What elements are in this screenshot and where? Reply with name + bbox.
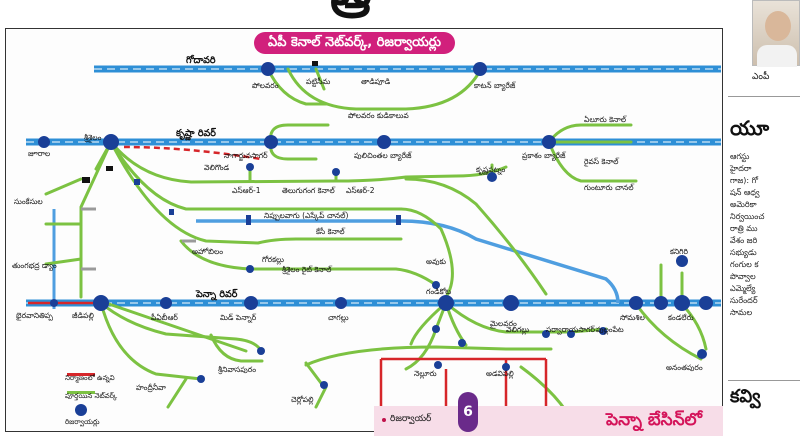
place-label: ప్రకాశం బ్యారేజ్ (522, 151, 566, 160)
divider (728, 380, 800, 381)
legend-item-completed: పూర్తయిన నెట్‌వర్క్ (61, 384, 141, 402)
article-line: సభ్యుడు (730, 248, 757, 257)
place-label: నాగార్జునసాగర్ (224, 151, 268, 160)
place-label: జీడిపల్లి (72, 311, 94, 320)
place-label: జూరాల (28, 149, 51, 158)
article-line: సురేందర్ (730, 296, 758, 305)
photo-caption: ఎంపీ (752, 72, 770, 82)
map-graphic (26, 61, 721, 431)
place-label: చెర్లోపల్లి (291, 395, 314, 404)
bullet-icon (382, 418, 386, 422)
reservoir-icon (75, 404, 87, 416)
place-label: గండికోట (426, 287, 452, 296)
place-label: తాడిపూడి (361, 77, 391, 86)
portrait-photo (752, 0, 800, 67)
adjacent-article-column: ఎంపీ యూ ఆగస్టు హైదరా గాజ): గో షన్ ఆధ్వ అ… (728, 0, 800, 436)
legend-label: నిర్మాణంలో ఉన్నవి (65, 374, 115, 382)
map-legend: నిర్మాణంలో ఉన్నవి పూర్తయిన నెట్‌వర్క్ రి… (61, 366, 141, 430)
place-label: ఎస్ఆర్-1 (232, 186, 261, 195)
divider (728, 96, 800, 97)
legend-label: పూర్తయిన నెట్‌వర్క్ (65, 392, 118, 400)
article-line: వేశం జరి (730, 236, 758, 245)
place-label: ఏలూరు కెనాల్ (584, 115, 627, 124)
place-label: తుంగభద్ర డ్యాం (12, 261, 57, 270)
place-label: సుంకేసుల (14, 197, 43, 206)
place-label: వెలిగొండ (204, 163, 230, 172)
legend-red-line (67, 373, 95, 376)
legend-label: రిజర్వాయర్లు (65, 418, 100, 426)
place-label: వెలిగల్లు (506, 325, 530, 334)
river-label-godavari: గోదావరి (186, 55, 216, 66)
place-label: పోలవరం (252, 81, 279, 90)
article-line: రాత్రి ము (730, 224, 758, 233)
place-label: తెలుగుగంగ కెనాల్ (282, 186, 335, 195)
penna-basin-teaser: రిజర్వాయర్ 6 పెన్నా బేసిన్‌లో (374, 392, 723, 436)
place-label: శ్రీశైలం (84, 133, 102, 142)
river-label-krishna: కృష్ణా రివర్ (176, 128, 216, 139)
masthead-glyph: ఆ (330, 0, 372, 30)
place-label: కృష్ణపట్నం (476, 165, 506, 174)
legend-item-under-construction: నిర్మాణంలో ఉన్నవి (61, 366, 141, 384)
place-label: పోలవరం కుడికాలువ (348, 111, 409, 120)
masthead: ఆ (330, 0, 440, 30)
place-label: శ్రీనివాసపురం (218, 365, 257, 374)
place-label: అహోబిలం (192, 247, 224, 256)
place-label: రైవస్ కెనాల్ (584, 157, 619, 166)
place-label: నెల్లూరు (414, 369, 437, 378)
place-label: కండలేరు (668, 313, 694, 322)
penna-badge: 6 (458, 392, 478, 432)
article-line: గంగుల క (730, 260, 759, 269)
place-label: అడవిపల్లి (486, 369, 514, 378)
place-label: శ్రీశైలం రైట్ కెనాల్ (282, 265, 332, 274)
place-label: సోమశిల (620, 313, 645, 322)
place-label: మిడ్ పెన్నార్ (220, 313, 257, 322)
place-label: గుంటూరు చానల్ (584, 183, 634, 192)
place-label: మైలవరం (490, 319, 517, 328)
place-label: అవుకు (426, 257, 446, 266)
penna-small-label: రిజర్వాయర్ (390, 414, 432, 424)
place-label: కేసీ కెనాల్ (316, 227, 345, 236)
legend-item-reservoirs: రిజర్వాయర్లు (61, 402, 141, 430)
penna-heading: పెన్నా బేసిన్‌లో (606, 410, 703, 430)
place-label: భైరవానితిప్ప (16, 311, 53, 320)
place-label: హంద్రీనీవా (136, 383, 166, 392)
article-line: సామల (730, 308, 753, 317)
legend-green-line (67, 391, 95, 394)
article-line: గాజ): గో (730, 176, 758, 185)
place-label: సర్వారాయసాగర్ (546, 325, 595, 334)
canal-network-map: ఏపీ కెనాల్ నెట్‌వర్క్, రిజర్వాయర్లు గోదా… (5, 28, 723, 432)
article-line: షన్ ఆధ్వ (730, 188, 760, 197)
place-label: నిప్పులవాగు (ఎస్కేప్ చానల్) (264, 211, 349, 220)
portrait-face (765, 11, 791, 41)
place-label: గోరకల్లు (262, 255, 284, 264)
article-line: అమెరికా (730, 200, 757, 209)
article-line: పొవ్వాల (730, 272, 756, 281)
place-label: పుల్లంపేట (596, 325, 624, 334)
place-label: పులిచింతల బ్యారేజ్ (354, 151, 412, 160)
article-headline: యూ (730, 116, 770, 140)
place-label: పట్టిసీమ (306, 77, 331, 86)
article-line: నిర్వయించ (730, 212, 765, 221)
article-line: ఎమ్మెల్యే (730, 284, 756, 293)
place-label: పీఏబీఆర్ (151, 313, 178, 322)
place-label: కాటన్ బ్యారేజ్ (474, 81, 516, 90)
river-label-penna: పెన్నా రివర్ (196, 289, 238, 300)
portrait-shirt (757, 45, 797, 67)
article-line: హైదరా (730, 164, 752, 173)
place-label: ఎస్ఆర్-2 (346, 186, 375, 195)
place-label: కనిగిరి (670, 247, 688, 256)
map-title: ఏపీ కెనాల్ నెట్‌వర్క్, రిజర్వాయర్లు (254, 32, 456, 54)
place-label: అనంతపురం (666, 363, 703, 372)
place-label: చాగల్లు (328, 313, 349, 322)
article-line: ఆగస్టు (730, 152, 750, 161)
article-headline-2: కవ్వి (730, 386, 761, 407)
